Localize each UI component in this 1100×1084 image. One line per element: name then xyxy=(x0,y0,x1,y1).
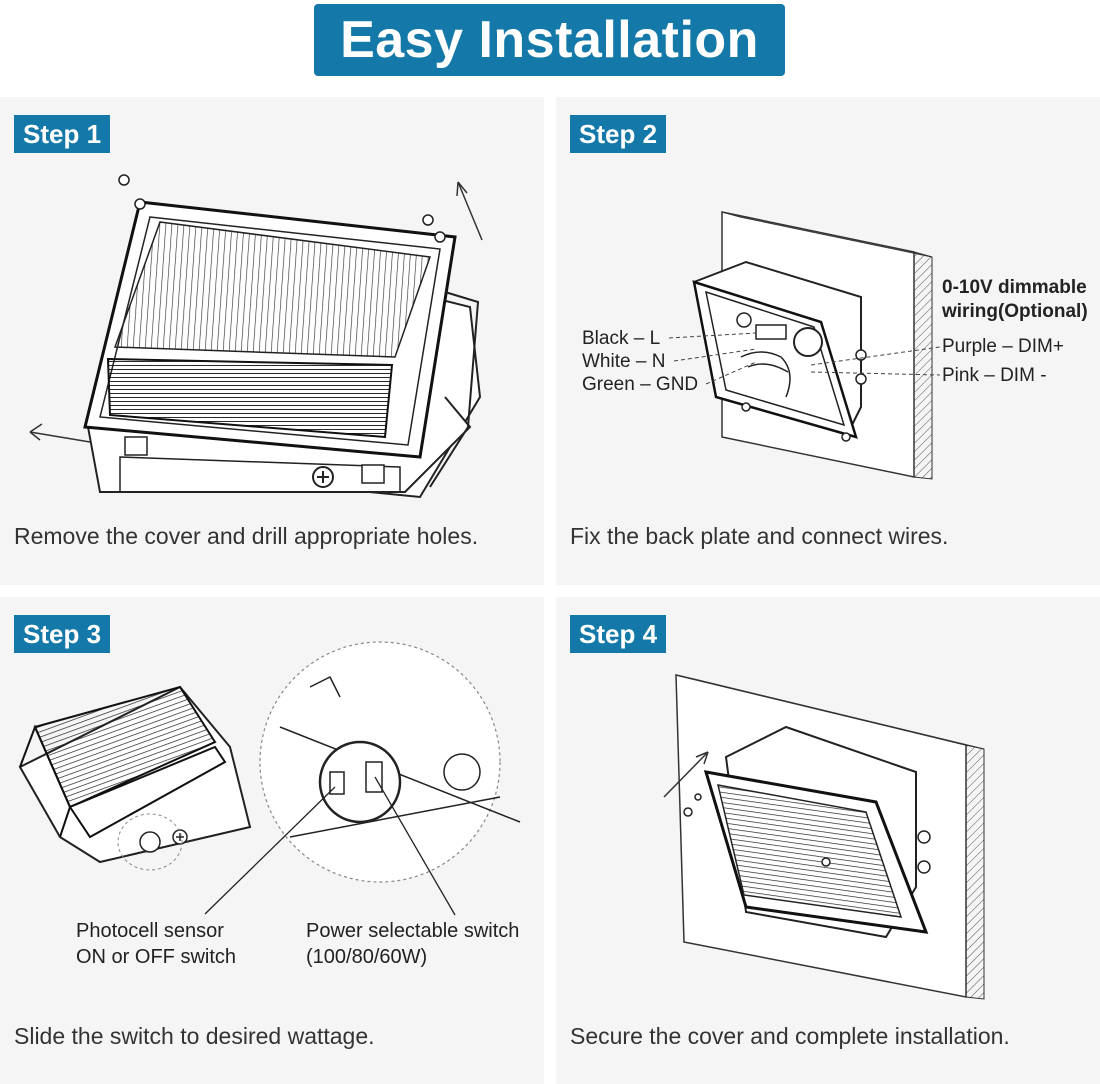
step-2-illustration xyxy=(668,211,941,480)
step-1-badge: Step 1 xyxy=(14,115,111,153)
wiring-heading-line2: wiring(Optional) xyxy=(942,301,1088,322)
wire-label-green: Green – GND xyxy=(582,374,699,395)
photocell-label-line1: Photocell sensor xyxy=(76,920,224,942)
wire-label-purple: Purple – DIM+ xyxy=(942,336,1064,357)
step-3-badge: Step 3 xyxy=(14,615,111,653)
step-2-caption: Fix the back plate and connect wires. xyxy=(570,523,949,549)
step-4-illustration xyxy=(663,674,985,1000)
photocell-label-line2: ON or OFF switch xyxy=(76,946,237,968)
step-4-badge: Step 4 xyxy=(570,615,667,653)
step-2-panel: Step 2 0-10V dimmable wiring(Optional xyxy=(556,97,1100,585)
step-3-panel: Step 3 Photocell sensor ON or OFF switch xyxy=(0,597,544,1084)
page-title: Easy Installation xyxy=(314,4,785,76)
step-1-caption: Remove the cover and drill appropriate h… xyxy=(14,523,479,549)
step-3-illustration xyxy=(18,641,521,916)
wiring-heading-line1: 0-10V dimmable xyxy=(942,277,1087,298)
step-4-panel: Step 4 Secure the cover and complete ins… xyxy=(556,597,1100,1084)
step-1-panel: Step 1 xyxy=(0,97,544,585)
step-3-caption: Slide the switch to desired wattage. xyxy=(14,1023,375,1049)
power-switch-label-line1: Power selectable switch xyxy=(306,920,520,942)
step-1-illustration xyxy=(29,174,483,499)
wire-label-pink: Pink – DIM - xyxy=(942,365,1047,386)
wire-label-black: Black – L xyxy=(582,328,661,349)
step-2-badge: Step 2 xyxy=(570,115,667,153)
power-switch-label-line2: (100/80/60W) xyxy=(306,946,428,968)
step-4-caption: Secure the cover and complete installati… xyxy=(570,1023,1010,1049)
wire-label-white: White – N xyxy=(582,351,666,372)
